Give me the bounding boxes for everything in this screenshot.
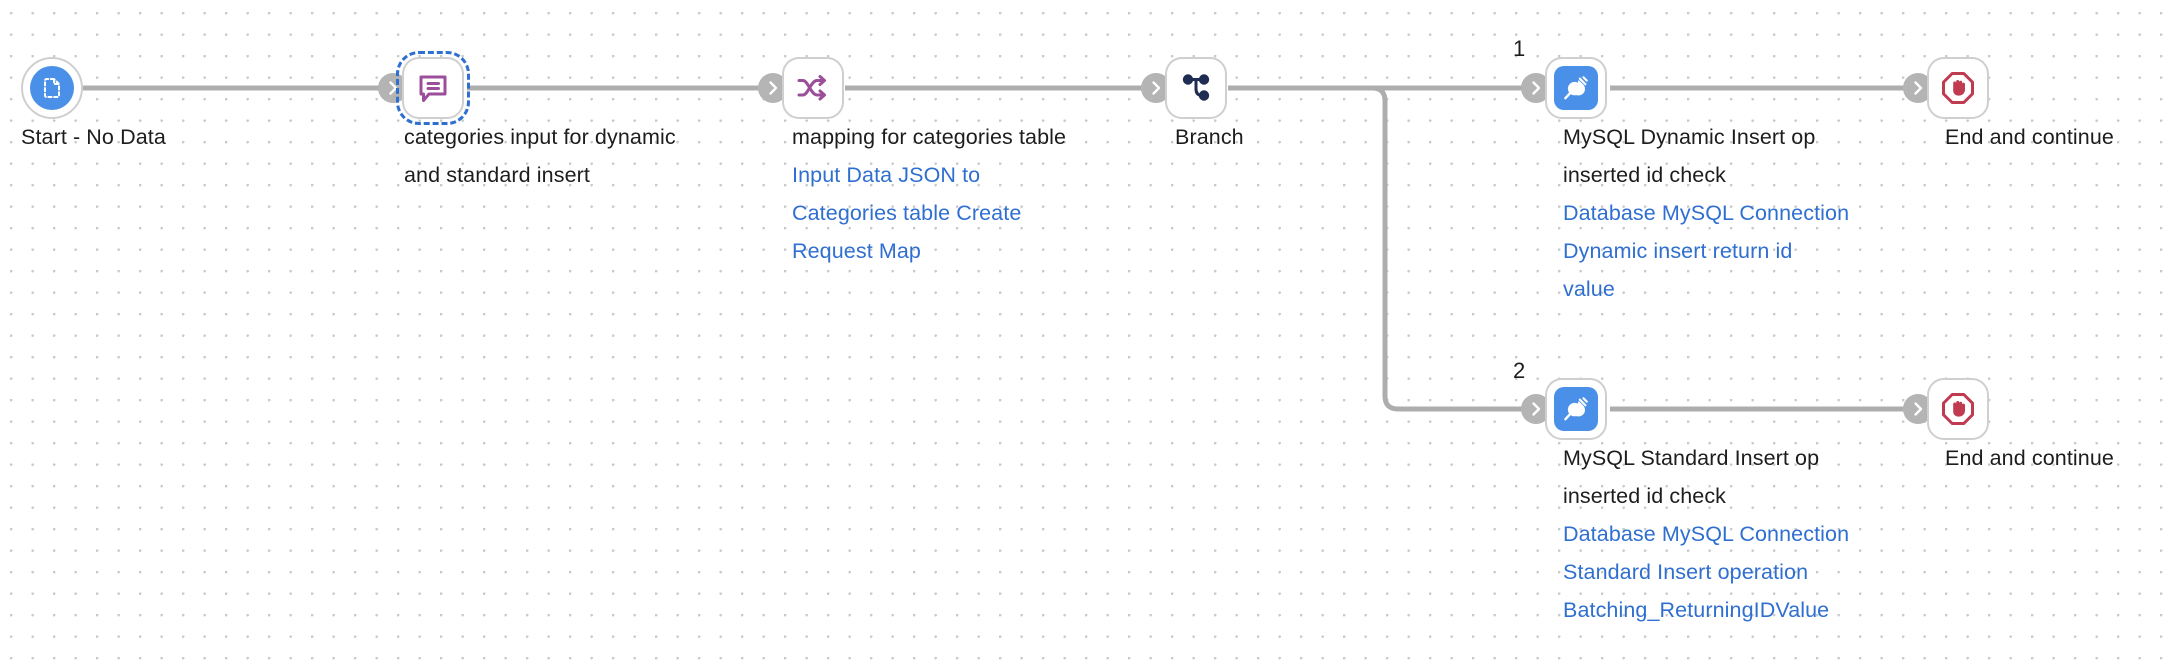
node-end-continue-2-label: End and continue [1945, 439, 2170, 477]
node-mysql-dynamic-insert[interactable] [1545, 57, 1607, 119]
stop-hand-icon [1942, 72, 1974, 104]
stop-hand-icon [1942, 393, 1974, 425]
node-end-continue-2-title: End and continue [1945, 446, 2114, 470]
node-mapping-categories[interactable] [782, 57, 844, 119]
node-branch[interactable] [1165, 57, 1227, 119]
node-categories-input-title-line-2: and standard insert [404, 163, 590, 187]
node-dynamic-title-line-2: inserted id check [1563, 163, 1727, 187]
message-bubble-icon [419, 75, 447, 102]
node-dynamic-title-line-1: MySQL Dynamic Insert op [1563, 125, 1816, 149]
node-end-continue-1-title: End and continue [1945, 125, 2114, 149]
node-end-continue-1-label: End and continue [1945, 118, 2170, 156]
node-branch-title: Branch [1175, 125, 1244, 149]
plug-connector-icon [1564, 76, 1588, 100]
node-start-title: Start - No Data [21, 125, 166, 149]
node-standard-link-3[interactable]: Batching_ReturningIDValue [1563, 598, 1830, 622]
branch-fork-icon [1182, 74, 1210, 101]
node-standard-title-line-2: inserted id check [1563, 484, 1727, 508]
node-mapping-link-3[interactable]: Request Map [792, 239, 921, 263]
chevron-right-icon [1532, 402, 1541, 416]
chevron-right-icon [1532, 81, 1541, 95]
branch-path-1-number: 1 [1513, 36, 1526, 61]
branch-icon-badge [1173, 65, 1219, 111]
node-end-continue-2[interactable] [1927, 378, 1989, 440]
node-categories-input-label: categories input for dynamic and standar… [404, 118, 784, 194]
node-standard-link-2[interactable]: Standard Insert operation [1563, 560, 1809, 584]
node-mapping-title: mapping for categories table [792, 125, 1067, 149]
node-branch-label: Branch [1175, 118, 1395, 156]
end-continue-1-icon-badge [1935, 65, 1981, 111]
mapping-icon-badge [790, 65, 836, 111]
node-start-label: Start - No Data [21, 118, 351, 156]
node-categories-input-title-line-1: categories input for dynamic [404, 125, 676, 149]
node-standard-link-1[interactable]: Database MySQL Connection [1563, 522, 1850, 546]
node-mysql-dynamic-insert-label: MySQL Dynamic Insert op inserted id chec… [1563, 118, 1933, 308]
chevron-right-icon [1152, 81, 1161, 95]
plug-connector-icon [1564, 397, 1588, 421]
node-start[interactable] [21, 57, 83, 119]
node-categories-input[interactable] [396, 51, 470, 125]
node-mysql-standard-insert[interactable] [1545, 378, 1607, 440]
branch-path-2-number: 2 [1513, 358, 1526, 383]
start-icon-badge [30, 66, 74, 110]
dashed-document-icon [44, 78, 60, 98]
mysql-standard-icon-badge [1554, 387, 1598, 431]
node-mysql-standard-insert-label: MySQL Standard Insert op inserted id che… [1563, 439, 1933, 629]
chevron-right-icon [1914, 402, 1923, 416]
node-mapping-link-2[interactable]: Categories table Create [792, 201, 1022, 225]
chevron-right-icon [769, 81, 778, 95]
node-standard-title-line-1: MySQL Standard Insert op [1563, 446, 1820, 470]
node-dynamic-link-3[interactable]: value [1563, 277, 1615, 301]
mysql-dynamic-icon-badge [1554, 66, 1598, 110]
end-continue-2-icon-badge [1935, 386, 1981, 432]
node-dynamic-link-2[interactable]: Dynamic insert return id [1563, 239, 1793, 263]
chevron-right-icon [1914, 81, 1923, 95]
node-dynamic-link-1[interactable]: Database MySQL Connection [1563, 201, 1850, 225]
node-end-continue-1[interactable] [1927, 57, 1989, 119]
node-mapping-categories-label: mapping for categories table Input Data … [792, 118, 1152, 270]
chevron-right-icon [389, 81, 398, 95]
node-mapping-link-1[interactable]: Input Data JSON to [792, 163, 981, 187]
categories-input-icon-badge [410, 65, 456, 111]
shuffle-arrows-icon [797, 75, 826, 101]
